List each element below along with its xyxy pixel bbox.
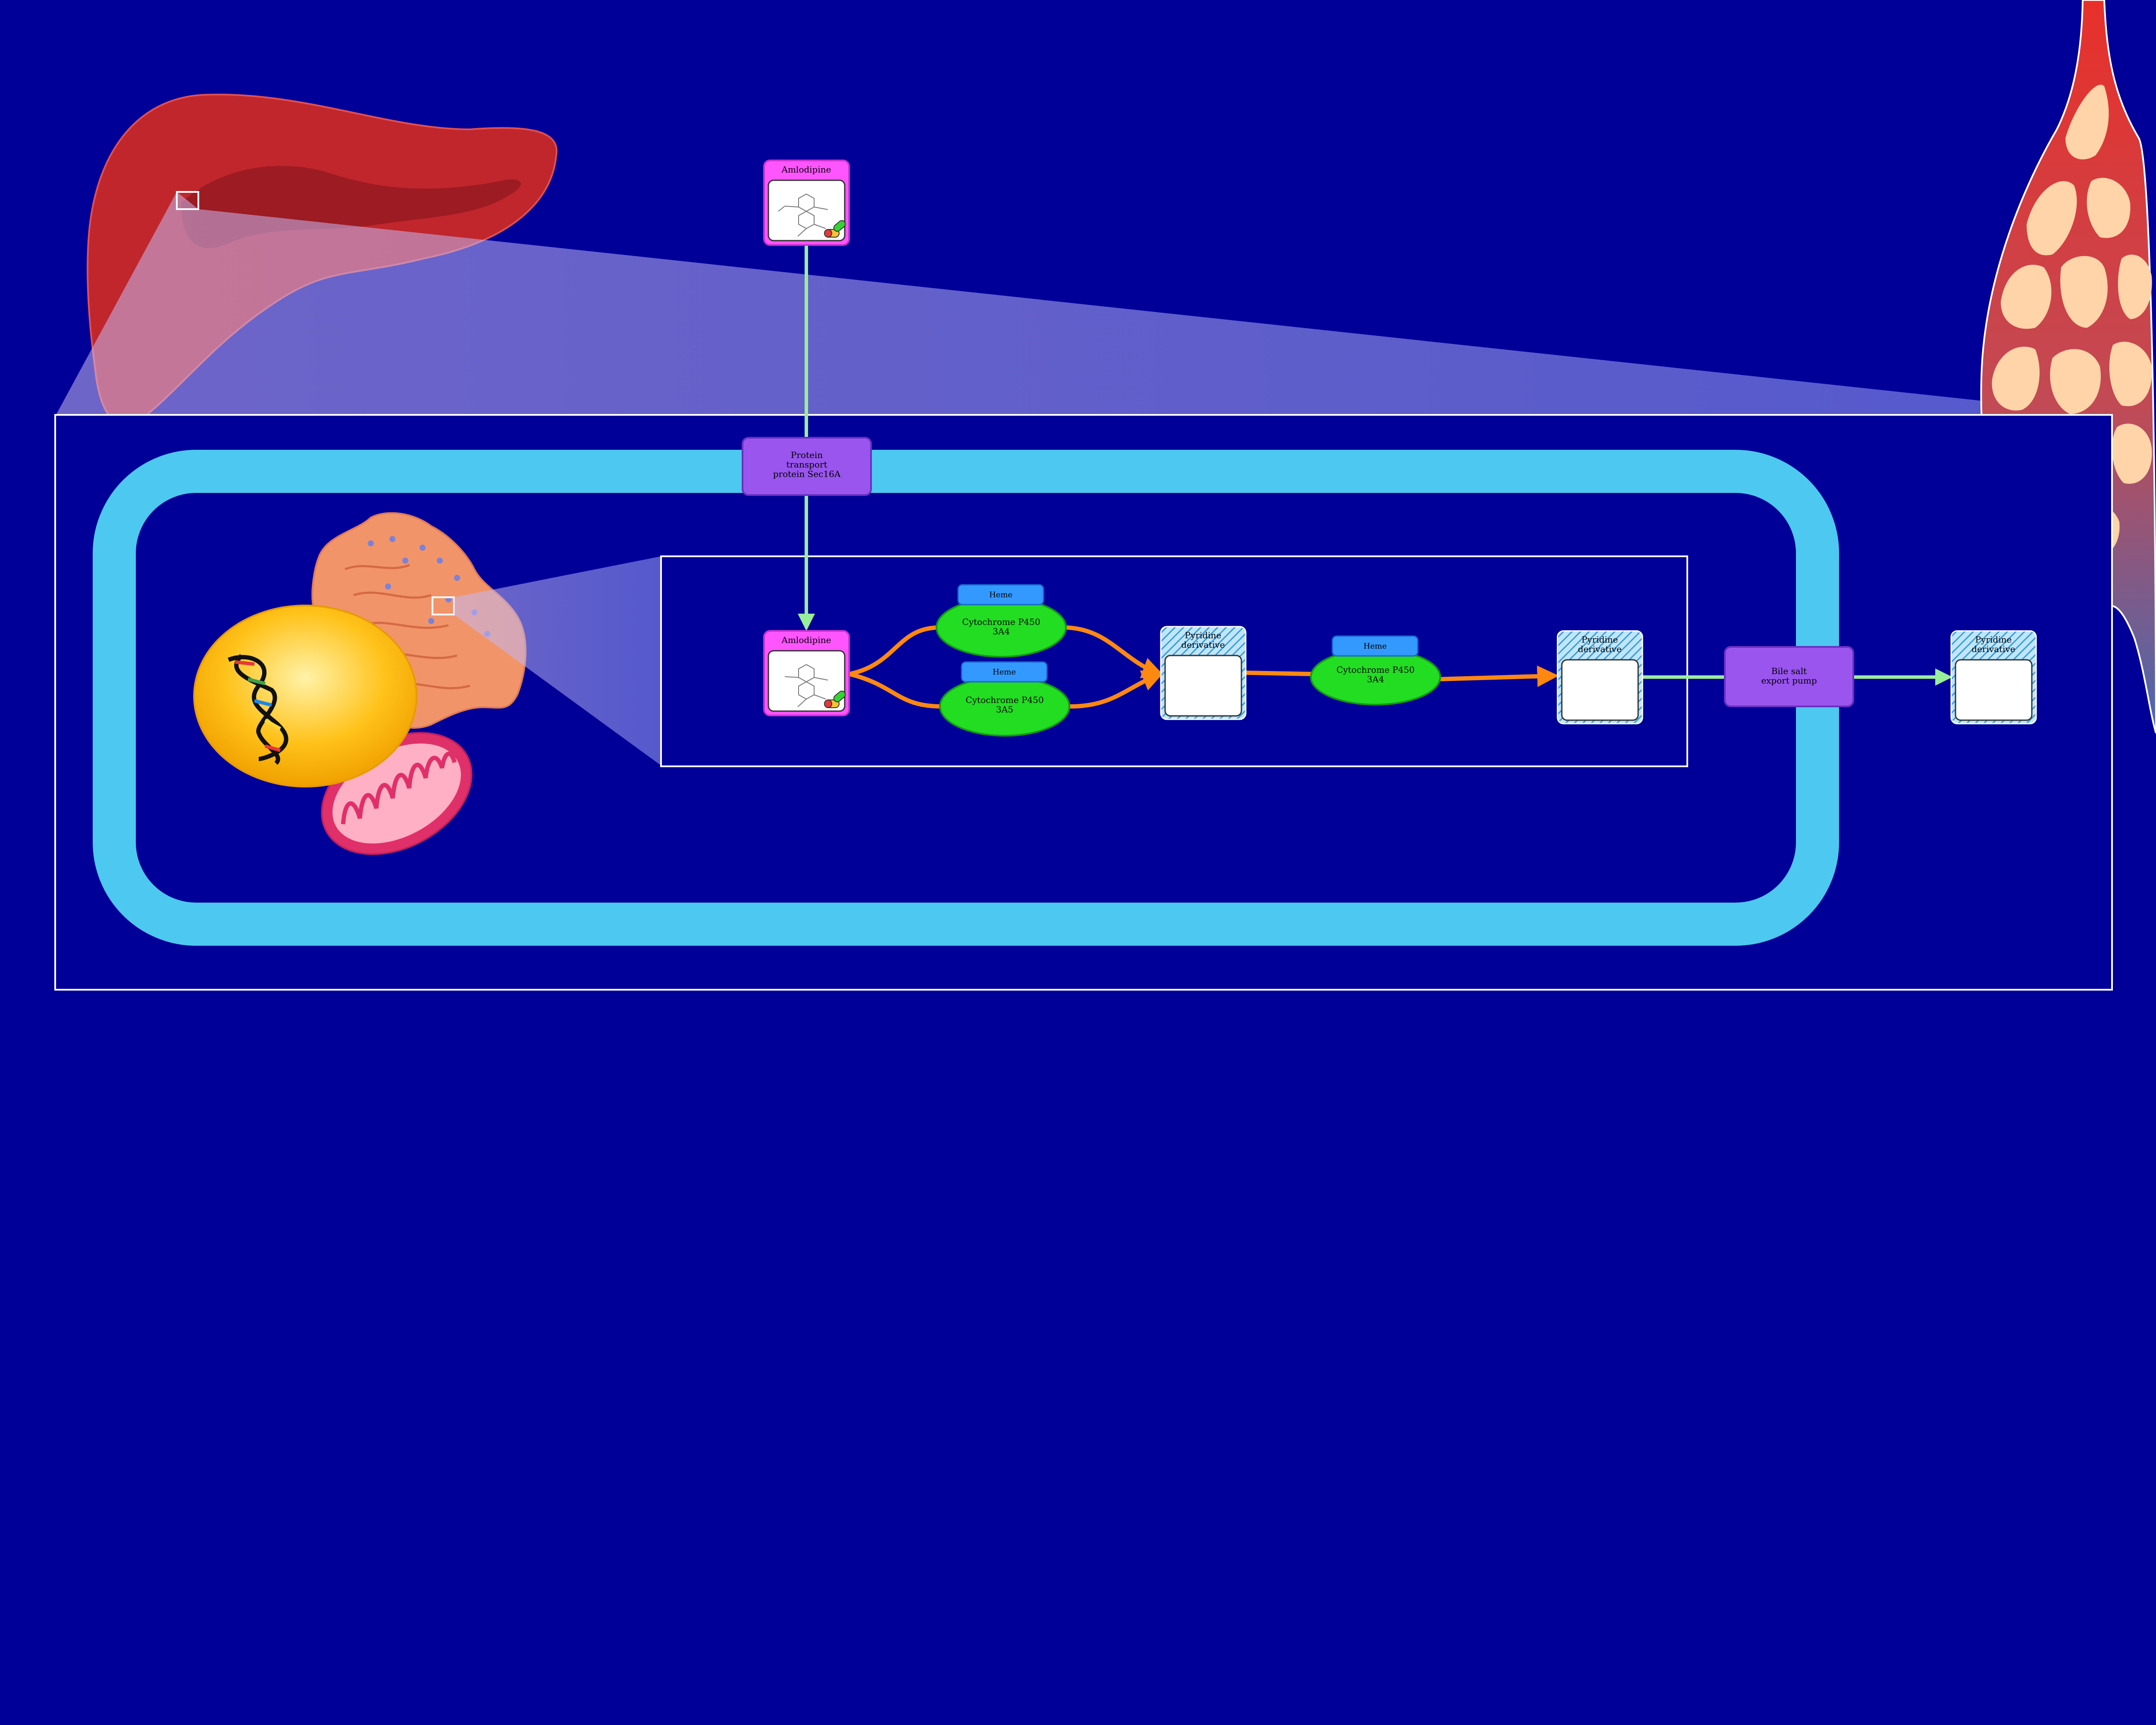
pill-icon [824,690,846,708]
metabolite-1-line-1: Pyridine [1185,630,1222,640]
transporter-in-line-2: transport [786,459,827,470]
edges [798,245,1952,709]
metabolism-edge-3b [1438,665,1559,687]
metabolism-edge-3a [1246,671,1313,676]
enzyme-3-line-2: 3A4 [1367,674,1384,684]
nucleus-icon [193,605,417,787]
metabolite-2-line-1: Pyridine [1582,634,1618,645]
enzyme-3-line-1: Cytochrome P450 [1336,665,1414,675]
chemical-structure-icon [784,664,828,707]
cofactor-1-label: Heme [989,590,1012,599]
metabolism-edge-1b [1062,625,1164,678]
metabolite-3-line-2: derivative [1971,644,2015,654]
cofactor-heme-3[interactable]: Heme [1332,635,1419,657]
transporter-in-line-1: Protein [791,450,823,460]
zoom-wedge-er [454,556,661,765]
metabolite-3-line-1: Pyridine [1975,634,2012,645]
cofactor-3-label: Heme [1363,642,1387,651]
cofactor-heme-1[interactable]: Heme [957,584,1044,605]
metabolite-1-line-2: derivative [1181,640,1225,650]
enzyme-1-line-1: Cytochrome P450 [962,617,1040,627]
enzyme-1-line-2: 3A4 [993,626,1010,637]
drug-node-intracellular[interactable]: Amlodipine [763,630,850,716]
transporter-out-line-1: Bile salt [1771,666,1807,676]
transporter-out-line-2: export pump [1761,675,1817,686]
enzyme-2-line-2: 3A5 [996,704,1013,715]
cofactor-heme-2[interactable]: Heme [961,661,1048,683]
metabolite-2-line-2: derivative [1578,644,1621,654]
pill-icon [824,220,846,238]
transporter-in-line-3: protein Sec16A [773,469,841,479]
drug-node-extracellular[interactable]: Amlodipine [763,160,850,246]
metabolism-edge-1a [849,625,940,676]
drug-label-intracellular: Amlodipine [781,635,831,645]
zoom-wedge-organ [56,191,2113,415]
metabolism-edge-2a [849,672,945,709]
dna-icon [228,654,288,765]
metabolism-edge-2b [1067,670,1164,709]
enzyme-2-line-1: Cytochrome P450 [965,695,1044,705]
cofactor-2-label: Heme [993,668,1016,677]
chemical-structure-icon [778,193,828,237]
drug-label-extracellular: Amlodipine [781,164,831,175]
